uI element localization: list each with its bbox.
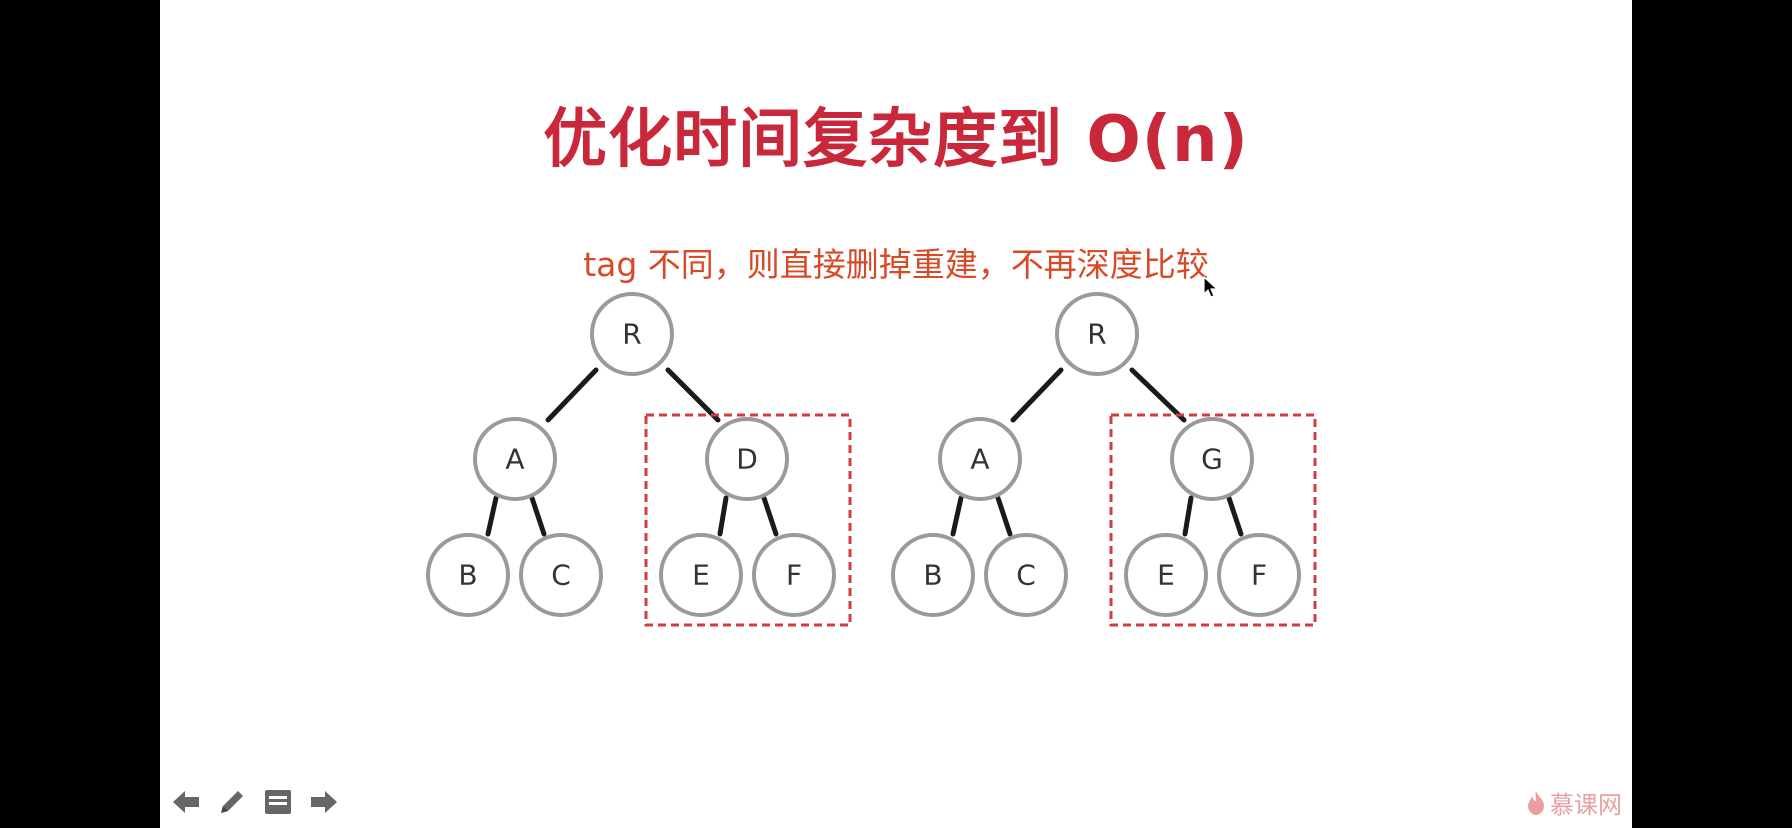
edge	[1010, 367, 1064, 423]
mouse-pointer-icon	[1203, 276, 1219, 298]
notes-icon	[265, 790, 291, 814]
brand-logo-text: 慕课网	[1550, 791, 1622, 819]
edge	[529, 495, 547, 537]
svg-text:E: E	[692, 559, 710, 592]
edge	[1226, 495, 1244, 537]
svg-text:C: C	[1016, 559, 1036, 592]
svg-text:B: B	[923, 559, 942, 592]
tree-node: D	[705, 417, 789, 501]
svg-text:G: G	[1201, 443, 1223, 476]
tree-right: R A G B C E F	[891, 292, 1317, 627]
svg-text:F: F	[1251, 559, 1267, 592]
tree-node: F	[752, 533, 836, 617]
edge	[485, 495, 499, 537]
tree-left: R A D B C E F	[426, 292, 852, 627]
edge	[995, 495, 1013, 537]
tree-node: R	[590, 292, 674, 376]
tree-diagram: R A D B C E F	[426, 292, 1317, 627]
svg-text:D: D	[736, 443, 758, 476]
tree-node: R	[1055, 292, 1139, 376]
changed-subtree-box	[1109, 413, 1317, 627]
svg-text:F: F	[786, 559, 802, 592]
presentation-slide: 优化时间复杂度到 O(n) tag 不同，则直接删掉重建，不再深度比较 R A	[160, 0, 1632, 828]
tree-node: C	[984, 533, 1068, 617]
svg-text:B: B	[458, 559, 477, 592]
tree-node: A	[473, 417, 557, 501]
changed-subtree-box	[644, 413, 852, 627]
svg-text:C: C	[551, 559, 571, 592]
tree-node: A	[938, 417, 1022, 501]
edge	[665, 367, 721, 423]
slide-title: 优化时间复杂度到 O(n)	[543, 103, 1249, 177]
svg-text:R: R	[622, 318, 641, 351]
pen-tool-button[interactable]	[214, 784, 250, 820]
svg-text:A: A	[505, 443, 524, 476]
tree-node: B	[891, 533, 975, 617]
svg-text:A: A	[970, 443, 989, 476]
edge	[761, 495, 779, 537]
tree-node: G	[1170, 417, 1254, 501]
tree-node: B	[426, 533, 510, 617]
edge	[950, 495, 964, 537]
brand-logo: 慕课网	[1526, 785, 1622, 820]
slide-toolbar	[168, 784, 342, 820]
previous-slide-button[interactable]	[168, 784, 204, 820]
notes-button[interactable]	[260, 784, 296, 820]
arrow-right-icon	[311, 791, 337, 813]
edge	[1129, 367, 1187, 423]
edge	[1182, 495, 1194, 537]
tree-node: E	[659, 533, 743, 617]
tree-node: E	[1124, 533, 1208, 617]
tree-node: C	[519, 533, 603, 617]
svg-text:R: R	[1087, 318, 1106, 351]
arrow-left-icon	[173, 791, 199, 813]
next-slide-button[interactable]	[306, 784, 342, 820]
edge	[545, 367, 599, 423]
edge	[717, 495, 729, 537]
flame-icon	[1528, 790, 1544, 815]
slide-subtitle: tag 不同，则直接删掉重建，不再深度比较	[583, 245, 1209, 284]
svg-text:E: E	[1157, 559, 1175, 592]
pencil-icon	[221, 791, 243, 813]
tree-node: F	[1217, 533, 1301, 617]
